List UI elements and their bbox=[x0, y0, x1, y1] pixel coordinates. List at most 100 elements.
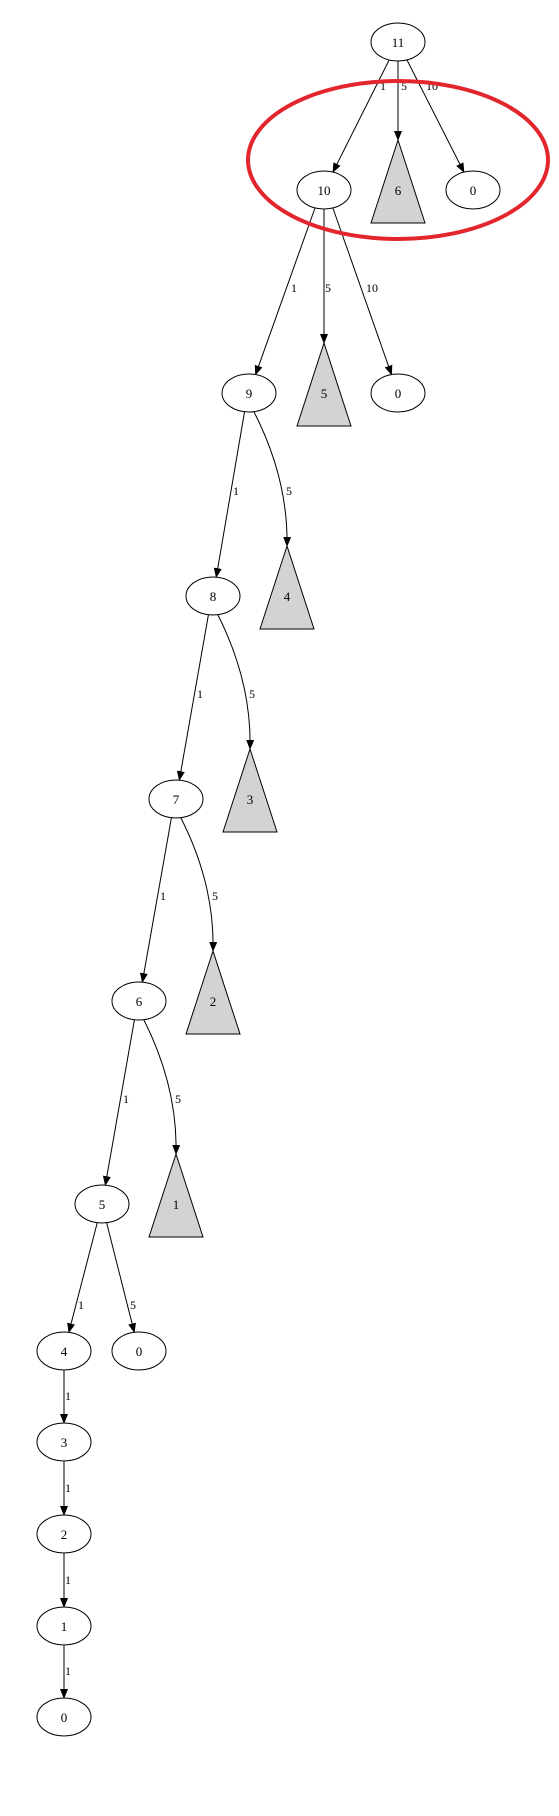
edge-label: 5 bbox=[130, 1298, 136, 1312]
subtree-node-t1: 1 bbox=[148, 1152, 204, 1238]
highlight-ellipse bbox=[246, 79, 550, 241]
subtree-triangle bbox=[185, 949, 241, 1035]
edge-n9-to-t4 bbox=[253, 410, 292, 547]
edge-label: 1 bbox=[78, 1298, 84, 1312]
node-ellipse bbox=[296, 170, 352, 210]
edge-label: 1 bbox=[380, 79, 386, 93]
node-ellipse bbox=[370, 22, 426, 62]
edge-n10-to-n9 bbox=[254, 207, 316, 376]
tree-node-n3: 3 bbox=[36, 1422, 92, 1462]
edge-n6-to-n5 bbox=[102, 1018, 136, 1187]
edge-n8-to-t3 bbox=[216, 613, 255, 750]
edge-label: 1 bbox=[65, 1481, 71, 1495]
node-label: 0 bbox=[395, 386, 402, 401]
edge-label: 1 bbox=[65, 1664, 71, 1678]
edge-n11-to-n10 bbox=[332, 59, 390, 173]
tree-node-n2: 2 bbox=[36, 1514, 92, 1554]
edge-label: 1 bbox=[123, 1092, 129, 1106]
node-ellipse bbox=[36, 1606, 92, 1646]
edge-label: 1 bbox=[65, 1573, 71, 1587]
node-ellipse bbox=[111, 1331, 167, 1371]
edge-label: 1 bbox=[65, 1389, 71, 1403]
edge-label: 5 bbox=[401, 79, 407, 93]
edge-n5-to-n4 bbox=[67, 1221, 98, 1334]
node-ellipse bbox=[111, 981, 167, 1021]
node-ellipse bbox=[36, 1422, 92, 1462]
tree-node-n7: 7 bbox=[148, 779, 204, 819]
edge-n11-to-z0a bbox=[406, 59, 465, 173]
node-ellipse bbox=[36, 1697, 92, 1737]
edge-n5-to-z0c bbox=[105, 1221, 136, 1334]
node-label: 1 bbox=[173, 1197, 180, 1212]
node-label: 6 bbox=[136, 994, 143, 1009]
highlight-layer bbox=[246, 79, 550, 241]
tree-node-n1: 1 bbox=[36, 1606, 92, 1646]
tree-node-z0c: 0 bbox=[111, 1331, 167, 1371]
edge-label: 10 bbox=[366, 281, 378, 295]
node-label: 9 bbox=[246, 386, 253, 401]
subtree-triangle bbox=[296, 341, 352, 427]
node-ellipse bbox=[36, 1331, 92, 1371]
edge-n7-to-t2 bbox=[179, 816, 218, 952]
edge-label: 1 bbox=[291, 281, 297, 295]
node-ellipse bbox=[221, 373, 277, 413]
node-ellipse bbox=[74, 1184, 130, 1224]
node-label: 5 bbox=[99, 1197, 106, 1212]
edge-label: 5 bbox=[286, 484, 292, 498]
node-label: 7 bbox=[173, 792, 180, 807]
tree-node-z0d: 0 bbox=[36, 1697, 92, 1737]
node-ellipse bbox=[370, 373, 426, 413]
edge-label: 5 bbox=[249, 687, 255, 701]
tree-node-n10: 10 bbox=[296, 170, 352, 210]
node-label: 0 bbox=[136, 1344, 143, 1359]
edge-label: 1 bbox=[197, 687, 203, 701]
edge-n7-to-n6 bbox=[139, 816, 173, 984]
tree-node-z0b: 0 bbox=[370, 373, 426, 413]
node-label: 0 bbox=[470, 183, 477, 198]
node-label: 5 bbox=[321, 386, 328, 401]
edge-n9-to-n8 bbox=[213, 410, 246, 579]
node-ellipse bbox=[36, 1514, 92, 1554]
tree-node-z0a: 0 bbox=[445, 170, 501, 210]
node-ellipse bbox=[148, 779, 204, 819]
subtree-node-t5: 5 bbox=[296, 341, 352, 427]
edge-n10-to-z0b bbox=[332, 207, 393, 376]
node-label: 3 bbox=[61, 1435, 68, 1450]
edge-label: 1 bbox=[233, 484, 239, 498]
node-label: 0 bbox=[61, 1710, 68, 1725]
tree-node-n11: 11 bbox=[370, 22, 426, 62]
subtree-node-t4: 4 bbox=[259, 544, 315, 630]
node-label: 3 bbox=[247, 792, 254, 807]
subtree-node-t2: 2 bbox=[185, 949, 241, 1035]
node-ellipse bbox=[445, 170, 501, 210]
edge-n8-to-n7 bbox=[176, 613, 210, 782]
node-ellipse bbox=[185, 576, 241, 616]
tree-node-n8: 8 bbox=[185, 576, 241, 616]
edge-label: 1 bbox=[160, 889, 166, 903]
edge-label: 5 bbox=[212, 889, 218, 903]
node-label: 6 bbox=[395, 183, 402, 198]
subtree-triangle bbox=[222, 747, 278, 833]
subtree-triangle bbox=[370, 138, 426, 224]
node-label: 2 bbox=[61, 1527, 68, 1542]
node-label: 11 bbox=[392, 35, 405, 50]
edge-label: 5 bbox=[325, 281, 331, 295]
edge-label: 5 bbox=[175, 1092, 181, 1106]
subtree-triangle bbox=[148, 1152, 204, 1238]
node-label: 2 bbox=[210, 994, 217, 1009]
tree-node-n9: 9 bbox=[221, 373, 277, 413]
node-label: 4 bbox=[61, 1344, 68, 1359]
subtree-node-t3: 3 bbox=[222, 747, 278, 833]
tree-node-n4: 4 bbox=[36, 1331, 92, 1371]
node-label: 4 bbox=[284, 589, 291, 604]
node-label: 8 bbox=[210, 589, 217, 604]
subtree-node-t6: 6 bbox=[370, 138, 426, 224]
node-label: 1 bbox=[61, 1619, 68, 1634]
tree-node-n6: 6 bbox=[111, 981, 167, 1021]
tree-node-n5: 5 bbox=[74, 1184, 130, 1224]
edge-n6-to-t1 bbox=[142, 1018, 181, 1155]
node-label: 10 bbox=[318, 183, 331, 198]
